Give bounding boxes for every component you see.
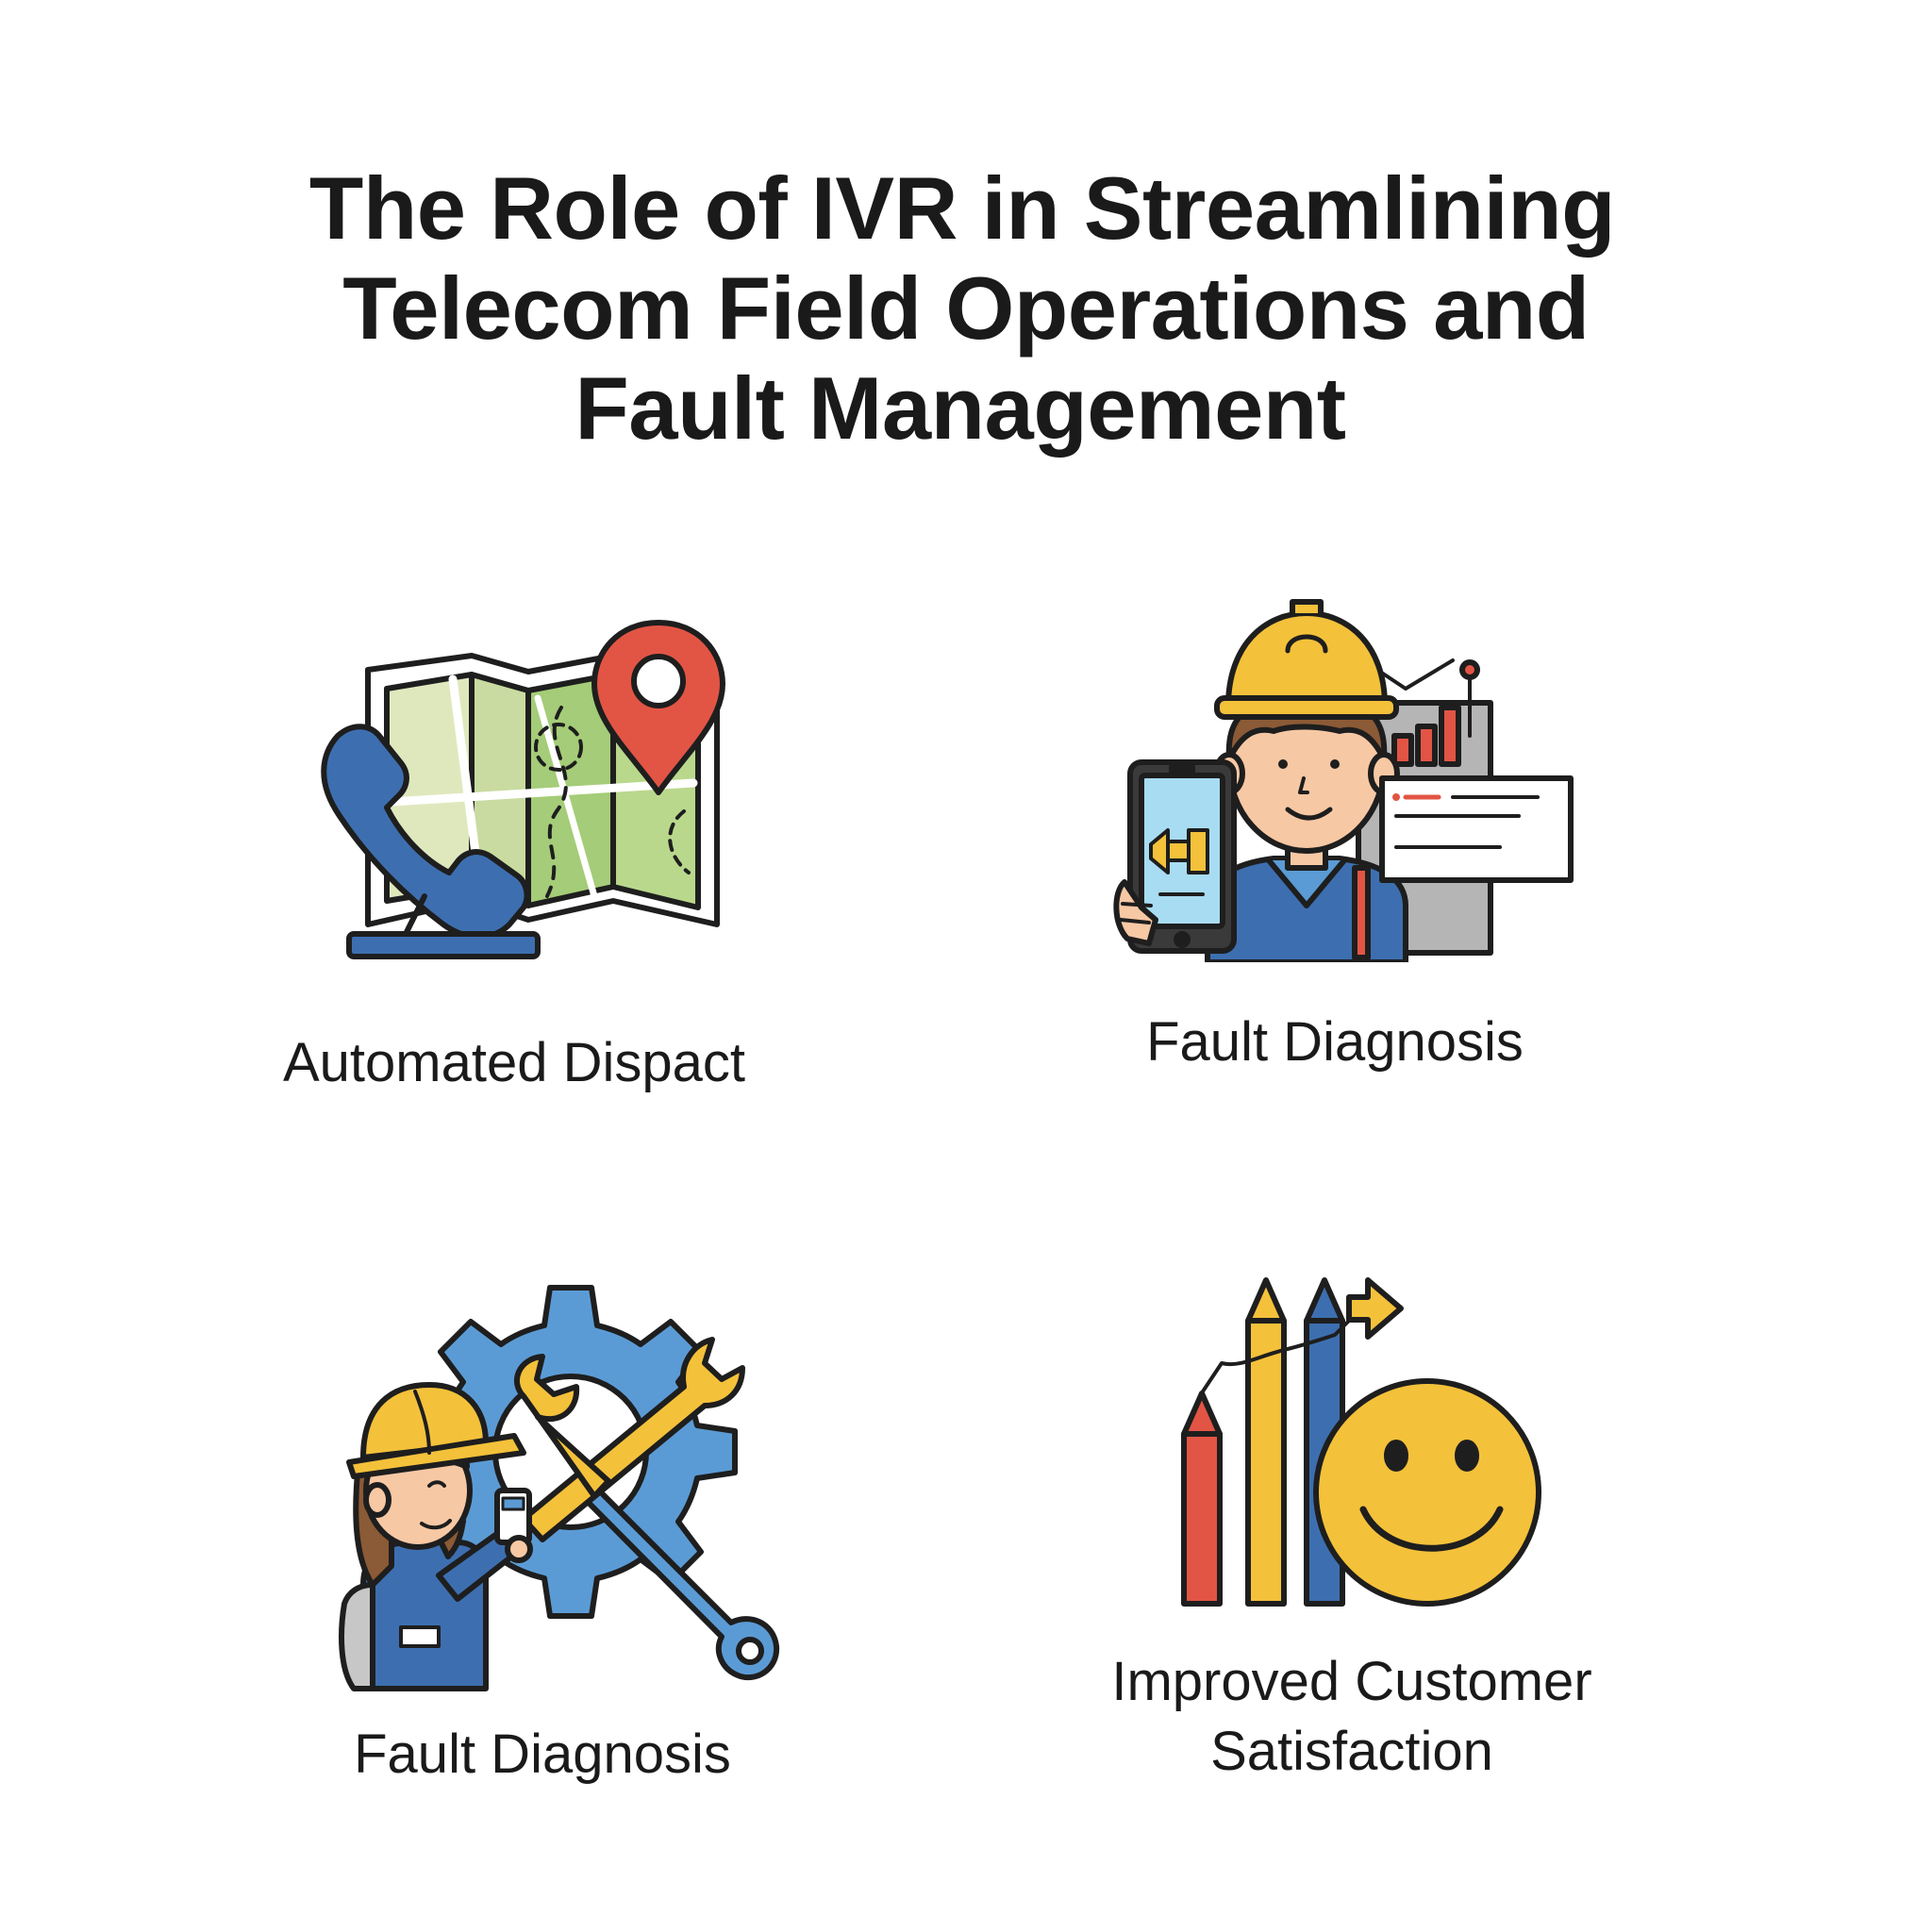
technician-gear-wrench-icon (339, 1285, 780, 1691)
technician-phone-dashboard-icon (1113, 599, 1574, 962)
item-4-caption-line-2: Satisfaction (1210, 1721, 1493, 1782)
title-line-1: The Role of IVR in Streamlining (308, 158, 1616, 258)
page-title: The Role of IVR in Streamlining Telecom … (0, 158, 1932, 458)
growth-bars-smiley-icon (1181, 1277, 1541, 1607)
title-line-2: Telecom Field Operations and (342, 258, 1590, 358)
phone-map-pin-icon (321, 620, 725, 959)
item-3-caption: Fault Diagnosis (354, 1724, 731, 1785)
item-1-caption: Automated Dispact (282, 1032, 746, 1093)
title-line-3: Fault Management (575, 358, 1346, 458)
item-4-caption-line-1: Improved Customer (1111, 1651, 1592, 1712)
item-2-caption: Fault Diagnosis (1146, 1011, 1524, 1073)
